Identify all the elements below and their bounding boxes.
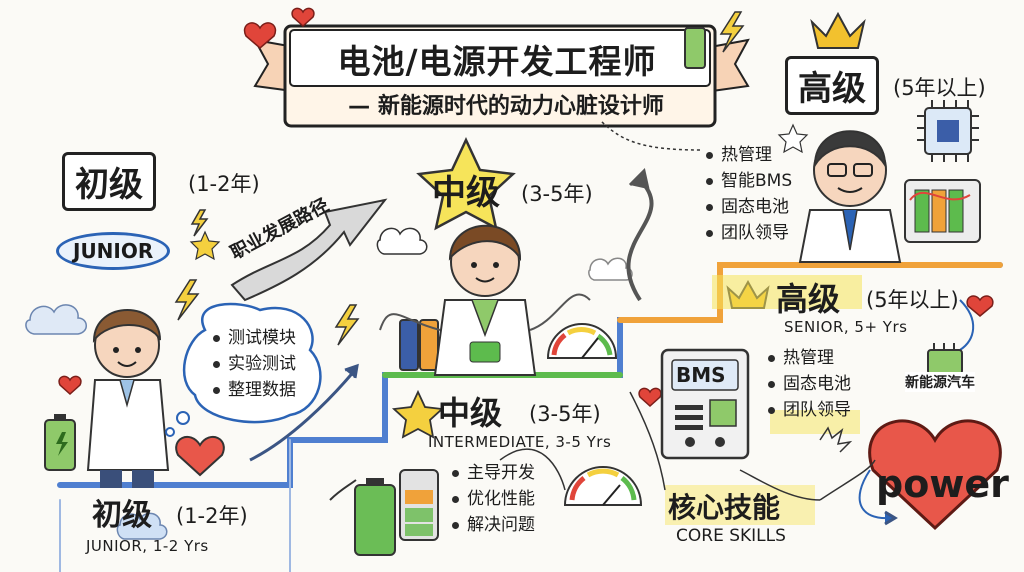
skill-item: 解决问题	[467, 515, 535, 535]
skill-item: 团队领导	[721, 223, 789, 243]
step-junior-title: 初级	[92, 498, 152, 533]
gauge-icons	[175, 323, 643, 506]
skill-item: 优化性能	[467, 489, 535, 509]
skill-item: 主导开发	[467, 463, 535, 483]
step-senior-years: (5年以上)	[866, 288, 959, 312]
title-ribbon	[253, 24, 750, 128]
heart-icon	[243, 22, 277, 49]
star-icon	[777, 123, 809, 154]
step-senior-title: 高级	[776, 280, 841, 318]
cloud-icon	[376, 227, 428, 255]
senior-engineer-figure	[798, 130, 902, 263]
page-subtitle: — 新能源时代的动力心脏设计师	[348, 94, 664, 119]
senior-step-skill-list: 热管理 固态电池 团队领导	[768, 345, 851, 423]
star-icons	[189, 123, 809, 439]
lightning-icons	[174, 11, 745, 346]
skill-item: 热管理	[721, 145, 772, 165]
intermediate-skill-list: 主导开发 优化性能 解决问题	[452, 460, 535, 538]
senior-skill-list: 热管理 智能BMS 固态电池 团队领导	[706, 142, 792, 246]
step-intermediate-en: INTERMEDIATE, 3-5 Yrs	[428, 433, 612, 451]
heart-icon	[966, 295, 994, 317]
step-junior-years: (1-2年)	[176, 504, 248, 528]
bms-device	[660, 348, 750, 460]
core-skills-en: CORE SKILLS	[676, 526, 786, 546]
bubble-item: 整理数据	[228, 380, 296, 400]
junior-bubble-list: 测试模块 实验测试 整理数据	[213, 325, 296, 403]
star-icon	[391, 389, 445, 439]
junior-badge: JUNIOR	[56, 232, 171, 270]
bms-label: BMS	[676, 363, 726, 387]
career-path-arrow	[230, 198, 388, 302]
junior-level-box: 初级	[62, 152, 156, 211]
lightning-icon	[334, 304, 360, 346]
lightning-icon	[174, 279, 200, 321]
junior-years: (1-2年)	[188, 172, 260, 196]
senior-years: (5年以上)	[893, 76, 986, 100]
skill-item: 固态电池	[783, 374, 851, 394]
star-icon	[189, 230, 221, 261]
core-skills-title: 核心技能	[668, 491, 781, 524]
skill-item: 固态电池	[721, 197, 789, 217]
bubble-item: 测试模块	[228, 328, 296, 348]
cloud-icon	[25, 304, 87, 335]
battery-pack-device	[904, 179, 981, 243]
cloud-icons	[25, 227, 633, 540]
cloud-icon	[588, 257, 633, 281]
arrow-up-icon	[626, 178, 654, 302]
ev-label: 新能源汽车	[905, 372, 975, 392]
crown-icon	[810, 11, 866, 49]
step-intermediate-years: (3-5年)	[529, 402, 601, 426]
chip-icon	[927, 349, 963, 375]
star-icon	[416, 137, 516, 231]
heart-icons	[58, 7, 994, 408]
step-senior-en: SENIOR, 5+ Yrs	[784, 318, 908, 336]
skill-item: 智能BMS	[721, 171, 793, 191]
junior-level-title: 初级	[75, 165, 143, 205]
step-junior-en: JUNIOR, 1-2 Yrs	[86, 537, 209, 555]
growth-arrows	[249, 119, 975, 526]
power-label: power	[876, 462, 1009, 506]
step-intermediate-title: 中级	[438, 394, 503, 432]
skill-item: 热管理	[783, 348, 834, 368]
intermediate-engineer-figure	[379, 224, 591, 376]
lightning-icon	[190, 209, 209, 237]
power-heart-icon	[868, 419, 1002, 531]
junior-engineer-figure	[86, 309, 170, 488]
bubble-item: 实验测试	[228, 354, 296, 374]
heart-icon	[638, 387, 662, 408]
senior-level-box: 高级	[785, 56, 879, 115]
heart-icon	[291, 7, 315, 28]
page-title: 电池/电源开发工程师	[337, 42, 657, 81]
lightning-icon	[719, 11, 745, 53]
intermediate-years: (3-5年)	[521, 182, 593, 206]
arrow-up-icon	[249, 369, 357, 462]
intermediate-level-title: 中级	[432, 173, 500, 213]
heart-icon	[58, 375, 82, 396]
senior-level-title: 高级	[798, 69, 866, 109]
skill-item: 团队领导	[783, 400, 851, 420]
cloud-icon	[116, 512, 168, 540]
